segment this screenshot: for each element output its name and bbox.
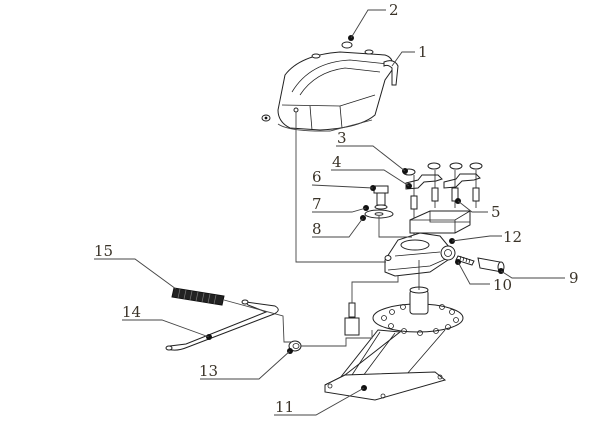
part-9-pin (477, 257, 505, 274)
part-10-spring (455, 255, 475, 266)
label-12: 12 (503, 228, 522, 246)
leader-10 (457, 261, 490, 285)
leader-5 (457, 200, 488, 213)
label-9: 9 (569, 269, 579, 287)
part-4-brackets (405, 173, 481, 190)
label-4: 4 (332, 153, 342, 171)
nut-cover-left (261, 114, 271, 122)
leader-9 (500, 270, 565, 279)
plate-guide-line (378, 216, 412, 238)
part-1-cover (277, 49, 399, 132)
label-6: 6 (312, 168, 322, 186)
leader-14 (122, 319, 210, 338)
label-2: 2 (389, 1, 399, 19)
leader-12 (451, 235, 502, 242)
label-3: 3 (337, 129, 347, 147)
part-14-handle (165, 299, 279, 351)
cover-guide-line (295, 112, 386, 263)
label-7: 7 (312, 195, 322, 213)
leader-1 (391, 51, 415, 67)
part-7-washer (363, 204, 388, 211)
label-10: 10 (493, 276, 512, 294)
leader-13 (200, 350, 291, 380)
main-housing (384, 232, 456, 277)
part-8-plate (360, 209, 394, 221)
part-2-nut (341, 35, 354, 49)
leader-8 (312, 217, 364, 238)
leader-6 (311, 184, 374, 189)
leader-4 (331, 169, 410, 187)
part-12-clamp-block (409, 210, 471, 234)
label-1: 1 (418, 43, 428, 61)
part-3-hex-nuts (402, 162, 483, 176)
threaded-bushing (344, 276, 399, 336)
label-14: 14 (122, 303, 141, 321)
leader-7 (312, 207, 367, 213)
leader-3 (336, 145, 406, 172)
label-15: 15 (94, 242, 113, 260)
label-13: 13 (199, 362, 218, 380)
part-15-grip (171, 287, 292, 343)
label-8: 8 (312, 220, 322, 238)
leader-15 (94, 258, 177, 290)
label-11: 11 (275, 398, 294, 416)
leader-2 (350, 9, 386, 39)
leader-11 (274, 387, 365, 416)
label-5: 5 (491, 203, 501, 221)
